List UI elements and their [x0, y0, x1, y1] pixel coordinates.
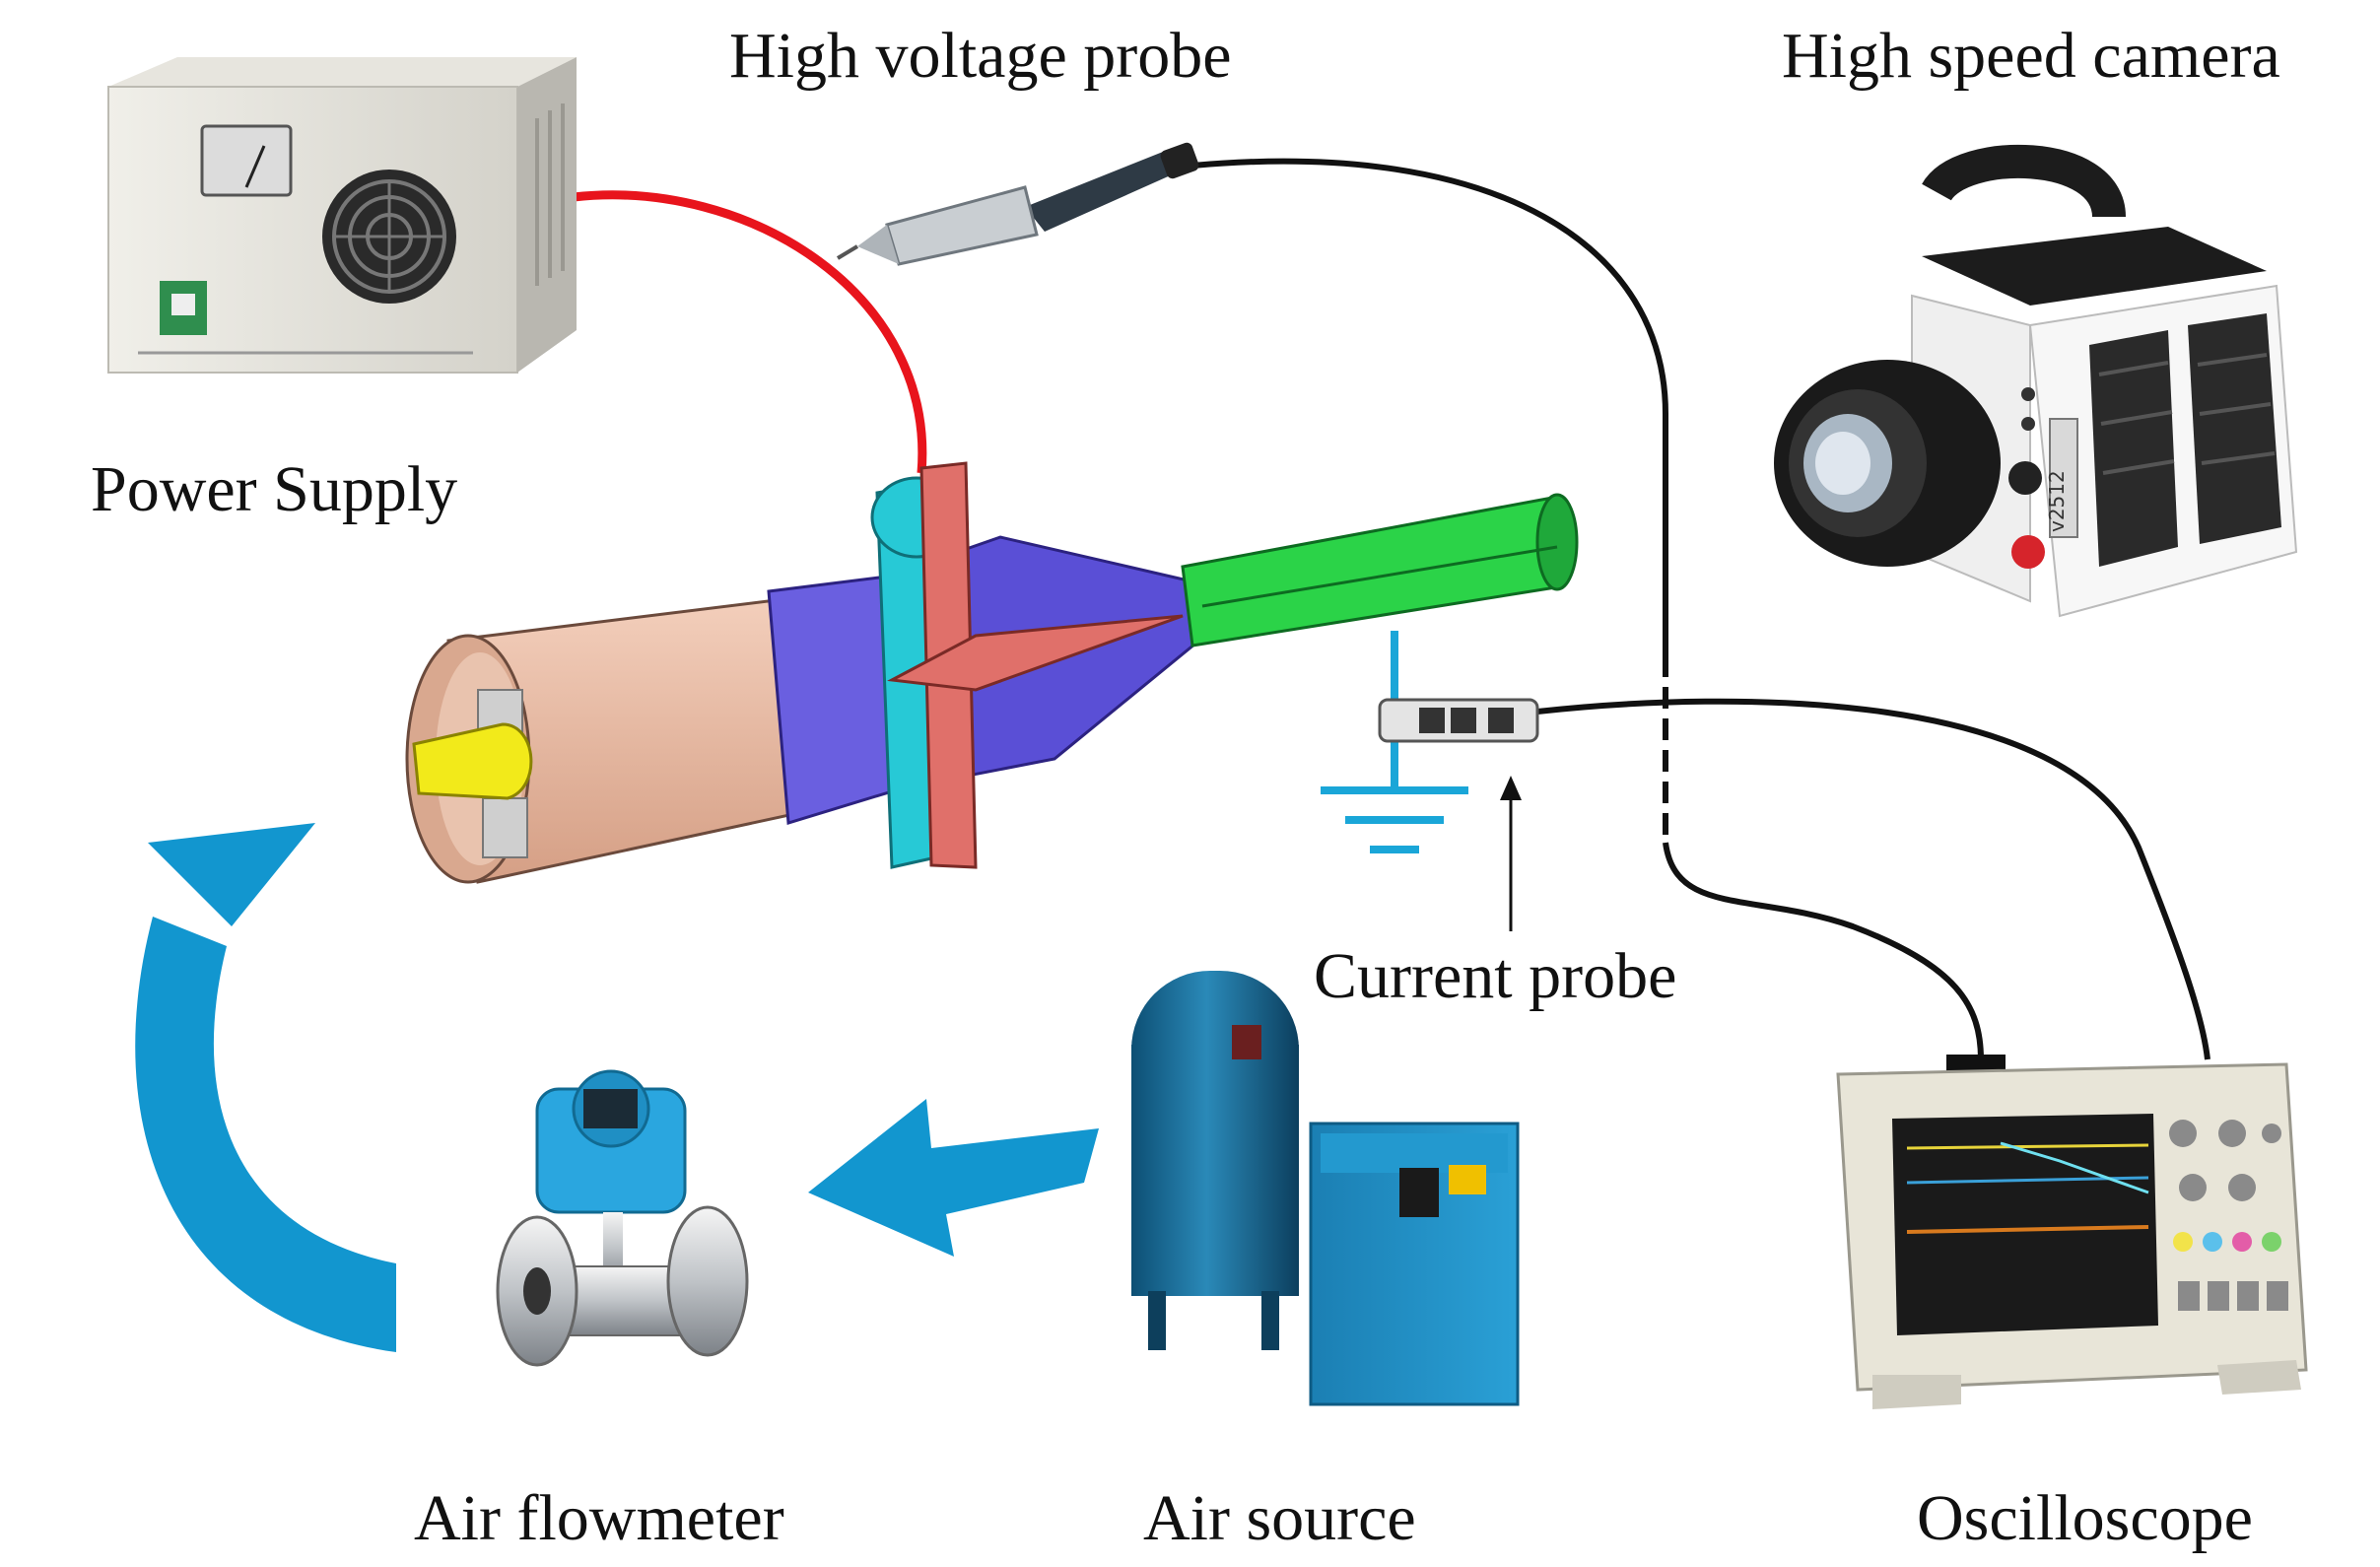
voltage-probe-cable-to-scope	[1663, 842, 1984, 1060]
high-voltage-probe-device	[836, 142, 1199, 266]
current-probe-cable	[1536, 698, 2210, 1060]
high-voltage-probe-label: High voltage probe	[729, 20, 1232, 92]
high-speed-camera-label: High speed camera	[1782, 20, 2280, 92]
air-flow-arrow-icon	[808, 1099, 1099, 1257]
high-speed-camera-device: v2512	[1774, 144, 2298, 618]
camera-serial-text: v2512	[2045, 470, 2069, 532]
air-source-label: Air source	[1143, 1482, 1416, 1554]
power-supply-device	[107, 57, 577, 374]
oscilloscope-device	[1836, 1055, 2308, 1409]
high-voltage-cable	[573, 190, 927, 474]
current-probe-pointer-arrow	[1500, 776, 1522, 931]
air-flowmeter-label: Air flowmeter	[414, 1482, 784, 1554]
voltmeter-dial-icon	[200, 124, 293, 197]
return-flow-arrowhead	[148, 823, 315, 926]
oscilloscope-screen	[1892, 1114, 2158, 1335]
voltage-probe-signal-cable	[1191, 158, 1668, 655]
record-button-icon	[2011, 535, 2045, 569]
plasma-reactor-device	[405, 461, 1579, 884]
oscilloscope-label: Oscilloscope	[1917, 1482, 2253, 1554]
air-source-device	[1131, 971, 1520, 1406]
gas-nozzle-icon	[412, 722, 533, 800]
air-flowmeter-device	[496, 1069, 749, 1367]
current-probe-label: Current probe	[1314, 940, 1676, 1012]
return-flow-arrow-icon	[135, 917, 396, 1352]
current-probe-device	[1378, 698, 1539, 743]
power-supply-label: Power Supply	[91, 453, 457, 525]
